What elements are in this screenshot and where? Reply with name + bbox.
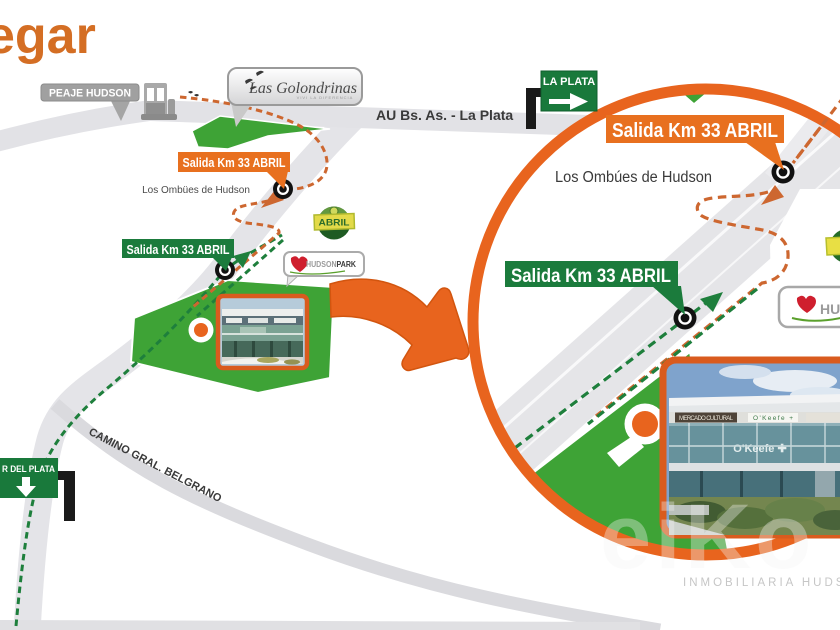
svg-text:Salida Km 33 ABRIL: Salida Km 33 ABRIL (511, 266, 671, 287)
svg-text:eiKo: eiKo (600, 486, 815, 588)
svg-text:Salida Km 33 ABRIL: Salida Km 33 ABRIL (183, 155, 286, 170)
svg-text:ABRIL: ABRIL (319, 218, 350, 229)
svg-text:R DEL PLATA: R DEL PLATA (2, 464, 55, 475)
svg-text:Las Golondrinas: Las Golondrinas (248, 80, 357, 97)
svg-text:AU Bs. As. - La Plata: AU Bs. As. - La Plata (376, 107, 513, 123)
svg-text:HUD: HUD (820, 301, 840, 317)
svg-text:Salida Km 33 ABRIL: Salida Km 33 ABRIL (612, 120, 778, 142)
svg-text:PEAJE HUDSON: PEAJE HUDSON (49, 88, 131, 100)
svg-text:INMOBILIARIA HUDSON: INMOBILIARIA HUDSON (683, 577, 840, 589)
svg-text:egar: egar (0, 7, 96, 65)
svg-text:MERCADO CULTURAL: MERCADO CULTURAL (679, 416, 734, 422)
svg-text:LA PLATA: LA PLATA (543, 76, 595, 88)
svg-text:Salida Km 33 ABRIL: Salida Km 33 ABRIL (127, 242, 230, 257)
svg-text:Los Ombúes de Hudson: Los Ombúes de Hudson (555, 169, 712, 186)
svg-text:VIVI LA DIFERENCIA: VIVI LA DIFERENCIA (297, 95, 354, 100)
svg-text:HUDSONPARK: HUDSONPARK (306, 260, 356, 269)
svg-text:CAMINO GRAL. BELGRANO: CAMINO GRAL. BELGRANO (87, 426, 224, 505)
svg-text:Los Ombües de Hudson: Los Ombües de Hudson (142, 185, 250, 196)
svg-text:O'Keefe +: O'Keefe + (753, 415, 793, 422)
svg-text:eiKo: eiKo (600, 486, 815, 588)
svg-text:O'Keefe ✚: O'Keefe ✚ (733, 443, 786, 455)
